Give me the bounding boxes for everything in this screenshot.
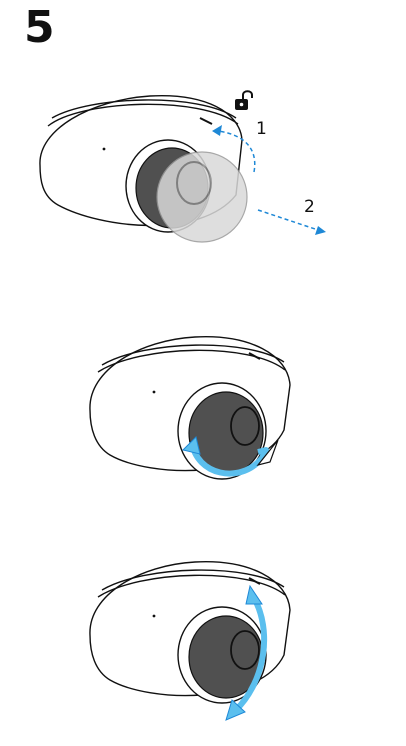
pull-arrow-2 [257,209,319,231]
seam-mark [248,352,261,360]
callout-2: 2 [304,197,315,217]
step-number: 5 [24,2,55,53]
rotate-arrow-1 [217,130,256,173]
pull-arrowhead-2 [315,226,326,235]
lens-ring [177,606,267,704]
unlock-icon [235,90,253,110]
dome-cover [156,151,248,243]
indicator-dot [102,147,106,151]
rotate-arrow [189,441,269,477]
rotate-arrow-head-right [256,439,279,467]
indicator-dot [152,390,156,394]
rotate-arrow-head-left [182,436,201,455]
panel-rotate-lens [89,336,291,480]
rotate-arrowhead-1 [212,125,222,136]
tilt-arrow-head-bottom [225,699,246,721]
tilt-arrow [233,595,268,713]
indicator-dot [152,614,156,618]
seam-mark [199,117,213,125]
panel-tilt-lens [89,561,291,721]
callout-1: 1 [256,119,267,139]
panel-remove-cover: 1 2 [39,90,326,243]
seam-mark [248,577,261,585]
lens-ring [177,382,267,480]
tilt-arrow-head-top [245,584,263,605]
